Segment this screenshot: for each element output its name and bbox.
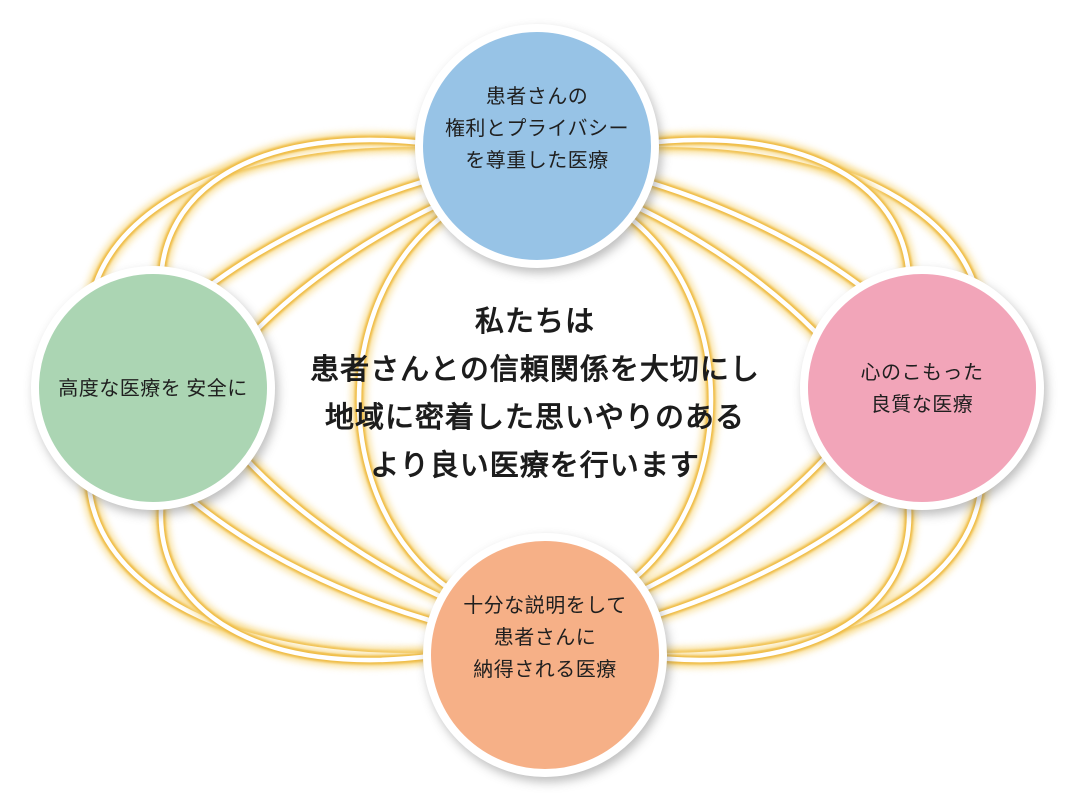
value-circle-label-line: 患者さんに <box>493 625 597 649</box>
mission-statement-line: より良い医療を行います <box>370 448 700 482</box>
value-circle-label-line: 安全に <box>186 376 248 400</box>
mission-statement: 私たちは 患者さんとの信頼関係を大切にし 地域に密着した思いやりのある より良い… <box>235 297 835 489</box>
mission-statement-line: 私たちは <box>474 304 595 338</box>
value-circle-label-group: 患者さんの 権利とプライバシー を尊重した医療 <box>423 80 651 176</box>
value-circle-label-line: 良質な医療 <box>870 392 974 416</box>
value-circle-label-line: を尊重した医療 <box>465 148 609 172</box>
value-circle-label-line: 心のこもった <box>860 360 984 384</box>
mission-statement-line: 地域に密着した思いやりのある <box>324 400 745 434</box>
value-circle-advanced-safe-care: 高度な医療を 安全に <box>31 266 275 510</box>
value-circle-label-line: 納得される医療 <box>473 657 617 681</box>
value-circle-label-line: 患者さんの <box>485 84 589 108</box>
value-circle-label-line: 十分な説明をして <box>463 593 627 617</box>
value-circle-heartfelt-quality-care: 心のこもった 良質な医療 <box>800 266 1044 510</box>
value-circle-label-group: 十分な説明をして 患者さんに 納得される医療 <box>431 589 659 685</box>
value-circle-label-line: 高度な医療を <box>58 376 182 400</box>
value-circle-informed-consent: 十分な説明をして 患者さんに 納得される医療 <box>423 533 667 777</box>
value-circle-label-group: 高度な医療を 安全に <box>58 372 248 404</box>
mission-statement-line: 患者さんとの信頼関係を大切にし <box>310 352 760 386</box>
value-circle-label-group: 心のこもった 良質な医療 <box>808 356 1036 420</box>
value-circle-patient-rights: 患者さんの 権利とプライバシー を尊重した医療 <box>415 24 659 268</box>
value-circle-label-line: 権利とプライバシー <box>444 116 630 140</box>
